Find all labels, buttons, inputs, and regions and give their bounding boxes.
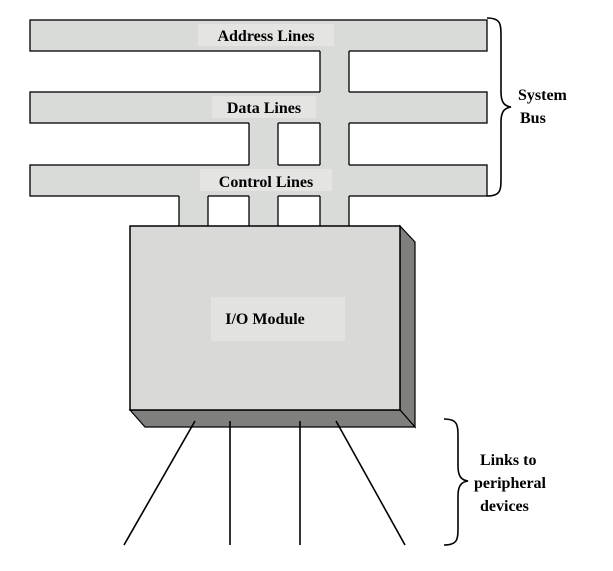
io-module-bottom-side: [128, 409, 417, 428]
system-bus-label-line2: Bus: [520, 110, 546, 127]
control-label-bg: [200, 169, 332, 191]
system-bus-label-line1: System: [518, 87, 568, 104]
peripheral-link-1: [123, 420, 196, 546]
data-lines-label: Data Lines: [227, 100, 301, 117]
peripheral-links: [123, 420, 406, 546]
address-label-bg: [198, 24, 334, 46]
peripheral-label-line3: devices: [480, 498, 529, 515]
address-lines-label: Address Lines: [217, 28, 314, 45]
peripheral-link-4: [335, 420, 406, 546]
control-connector: [178, 195, 209, 226]
address-connector: [319, 50, 350, 226]
io-module-label: I/O Module: [225, 311, 305, 328]
control-lines-label: Control Lines: [219, 174, 313, 191]
io-module-label-bg: [211, 297, 345, 341]
io-module: I/O Module: [128, 224, 417, 429]
data-label-bg: [212, 96, 316, 118]
peripheral-label-line2: peripheral: [474, 475, 547, 492]
io-module-right-side: [399, 224, 416, 429]
system-bus-brace: [486, 17, 512, 197]
data-connector: [248, 122, 279, 226]
peripheral-links-brace: [443, 418, 469, 546]
peripheral-label-line1: Links to: [480, 452, 536, 469]
